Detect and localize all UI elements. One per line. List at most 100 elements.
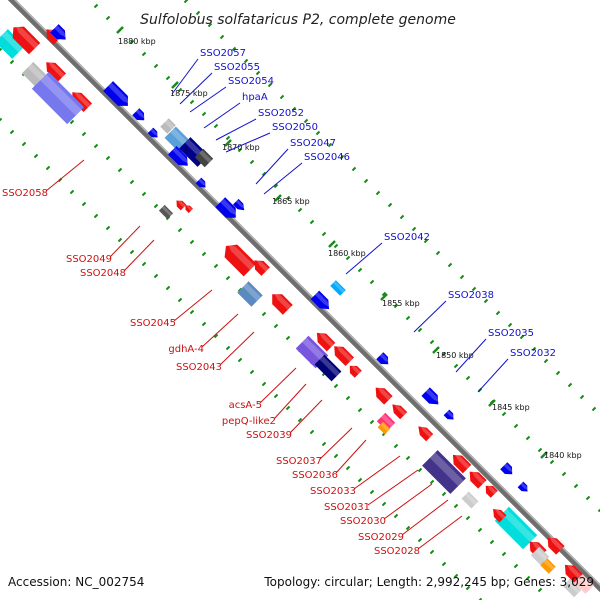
gene-shape <box>254 260 270 276</box>
gene-feature <box>469 470 487 489</box>
tick-mark <box>327 142 333 148</box>
leader-line <box>171 58 199 95</box>
tick-mark <box>297 417 303 423</box>
tick-mark <box>81 201 87 207</box>
gene-label: SSO2028 <box>374 546 420 557</box>
gene-feature <box>50 24 68 40</box>
gene-feature <box>452 453 472 474</box>
tick-mark <box>279 94 285 100</box>
tick-mark <box>309 219 315 225</box>
tick-mark <box>453 363 459 369</box>
tick-mark <box>225 135 231 141</box>
gene-label: SSO2054 <box>228 76 274 87</box>
leader-line <box>477 358 509 393</box>
gene-shade <box>73 90 91 108</box>
gene-shade <box>419 425 433 438</box>
tick-mark <box>579 394 585 400</box>
tick-mark <box>285 195 291 201</box>
tick-mark <box>225 345 231 351</box>
gene-shape <box>310 290 330 310</box>
major-tick-mark <box>380 293 388 301</box>
leader-line <box>189 86 227 113</box>
tick-mark <box>411 226 417 232</box>
gene-label: SSO2030 <box>340 516 386 527</box>
tick-mark <box>441 351 447 357</box>
gene-feature <box>167 145 190 166</box>
tick-mark <box>375 190 381 196</box>
gene-shade <box>465 492 478 505</box>
tick-mark <box>501 551 507 557</box>
tick-mark <box>333 383 339 389</box>
tick-mark <box>261 381 267 387</box>
tick-mark <box>597 508 600 513</box>
tick-mark <box>153 273 159 279</box>
tick-mark <box>441 561 447 567</box>
tick-mark <box>291 106 297 112</box>
gene-shade <box>235 199 246 210</box>
tick-mark <box>81 131 87 137</box>
tick-mark <box>273 323 279 329</box>
gene-label-group: SSO2047 <box>255 138 336 185</box>
gene-shape <box>376 412 396 432</box>
leader-line <box>45 159 85 192</box>
tick-mark <box>129 39 135 45</box>
gene-label: SSO2038 <box>448 290 494 301</box>
gene-shade <box>377 386 392 401</box>
tick-mark <box>141 191 147 197</box>
gene-feature <box>72 90 93 113</box>
tick-mark <box>69 189 75 195</box>
gene-feature <box>310 290 331 310</box>
gene-shade <box>335 344 353 362</box>
genome-backbone-highlight <box>13 0 600 587</box>
gene-feature <box>160 118 176 134</box>
gene-shade <box>47 60 65 78</box>
gene-label-group: SSO2028 <box>374 515 463 557</box>
tick-mark <box>267 82 273 88</box>
major-tick-mark <box>224 139 232 147</box>
gene-shade <box>566 579 581 594</box>
tick-mark <box>201 111 207 117</box>
forward-gene-labels: SSO2057SSO2055SSO2054hpaASSO2052SSO2050S… <box>171 48 556 393</box>
gene-feature <box>443 409 455 420</box>
tick-mark <box>183 0 189 4</box>
leader-line <box>255 148 289 185</box>
tick-mark <box>297 207 303 213</box>
gene-feature <box>0 29 25 59</box>
gene-label: SSO2049 <box>66 254 112 265</box>
gene-shape <box>562 578 582 598</box>
tick-mark <box>321 441 327 447</box>
gene-feature <box>485 484 498 498</box>
leader-line <box>455 338 487 373</box>
tick-mark <box>453 573 459 579</box>
gene-label: SSO2031 <box>324 502 370 513</box>
reverse-gene-labels: SSO2058SSO2049SSO2048SSO2045gdhA-4SSO204… <box>2 159 463 557</box>
tick-mark <box>0 117 3 122</box>
gene-feature <box>316 331 336 352</box>
gene-feature <box>254 258 270 276</box>
gene-shade <box>319 356 340 377</box>
gene-shape <box>392 404 408 420</box>
tick-mark <box>45 165 51 171</box>
tick-mark <box>567 382 573 388</box>
gene-feature <box>376 352 390 365</box>
gene-shape <box>46 62 67 83</box>
gene-label: SSO2035 <box>488 328 534 339</box>
gene-shade <box>494 507 506 519</box>
gene-shape <box>215 197 236 218</box>
gene-feature <box>494 506 538 550</box>
gene-shape <box>485 485 498 498</box>
tick-mark <box>555 370 561 376</box>
gene-label-group: SSO2043 <box>176 331 255 373</box>
tick-mark <box>273 393 279 399</box>
gene-shade <box>381 414 394 427</box>
gene-shape <box>469 471 487 489</box>
gene-shape <box>237 281 263 307</box>
tick-mark <box>531 346 537 352</box>
gene-shade <box>379 353 390 364</box>
topology-text: Topology: circular; Length: 2,992,245 bp… <box>263 575 594 589</box>
ruler-label: 1860 kbp <box>328 249 366 258</box>
gene-label-group: SSO2052 <box>215 108 304 141</box>
gene-label-group: SSO2036 <box>292 439 367 481</box>
gene-shape <box>461 491 479 509</box>
tick-mark <box>381 501 387 507</box>
